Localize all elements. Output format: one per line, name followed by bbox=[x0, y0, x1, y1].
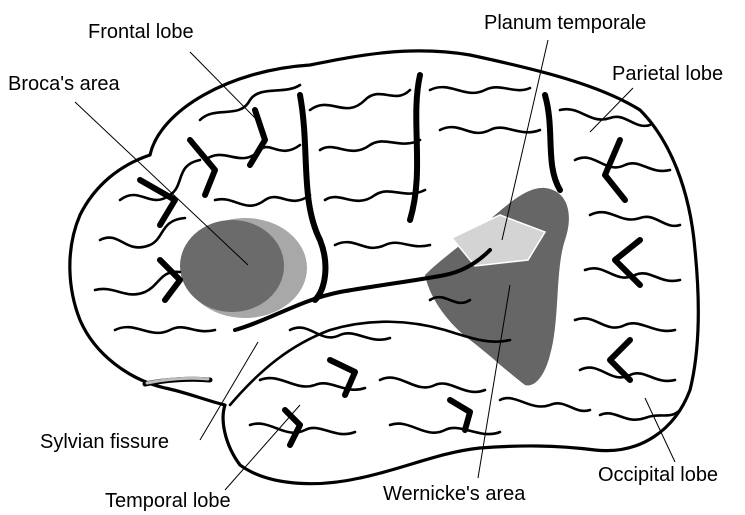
brocas-core bbox=[180, 220, 284, 312]
temporal-lobe-label: Temporal lobe bbox=[105, 490, 231, 512]
frontal-lobe-label: Frontal lobe bbox=[88, 21, 194, 43]
sylvian-fissure-label: Sylvian fissure bbox=[40, 431, 169, 453]
occipital-lobe-label: Occipital lobe bbox=[598, 464, 718, 486]
planum-temporale-label: Planum temporale bbox=[484, 12, 646, 34]
brocas-area-label: Broca's area bbox=[8, 73, 121, 95]
wernickes-area-label: Wernicke's area bbox=[383, 483, 526, 505]
parietal-lobe-label: Parietal lobe bbox=[612, 63, 723, 85]
